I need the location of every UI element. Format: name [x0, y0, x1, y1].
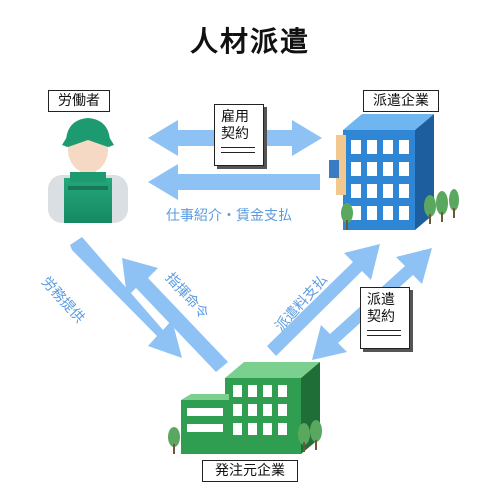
dispatch-contract-document: 派遣 契約	[360, 287, 410, 349]
wage-arrow	[148, 164, 320, 200]
instructions-arrow	[122, 258, 228, 372]
worker-label: 労働者	[48, 90, 110, 112]
dispatch-company-building-icon	[329, 114, 459, 230]
dispatch-company-label: 派遣企業	[363, 90, 439, 112]
employment-contract-document: 雇用 契約	[214, 104, 264, 166]
job-intro-wages-label: 仕事紹介・賃金支払	[166, 208, 292, 224]
dispatch-fee-arrow	[267, 244, 380, 356]
client-company-label: 発注元企業	[202, 460, 298, 482]
dispatch-contract-line2: 契約	[367, 309, 395, 325]
dispatch-contract-line1: 派遣	[367, 292, 395, 308]
worker-icon	[48, 118, 128, 223]
client-company-building-icon	[168, 362, 322, 454]
labor-provision-arrow	[70, 237, 182, 358]
page-title: 人材派遣	[189, 25, 310, 58]
employment-contract-line2: 契約	[221, 126, 249, 142]
employment-contract-line1: 雇用	[221, 109, 249, 125]
